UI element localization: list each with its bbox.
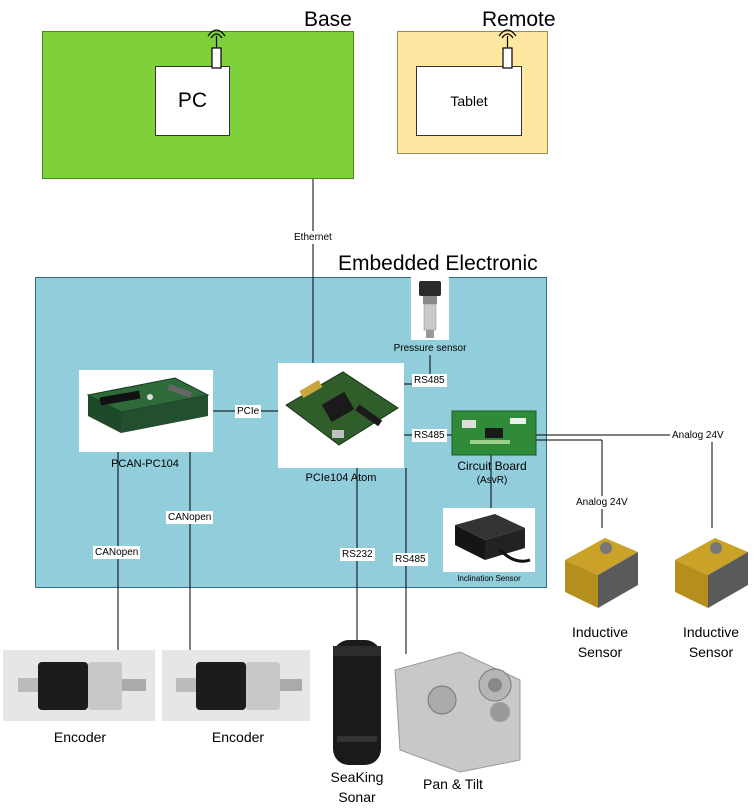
atom-board-image bbox=[278, 363, 404, 468]
encoder-image bbox=[3, 650, 155, 721]
encoder-2-label: Encoder bbox=[211, 729, 265, 745]
rs485-pressure-label: RS485 bbox=[412, 374, 447, 387]
canopen-1-label: CANopen bbox=[93, 546, 141, 559]
pcan-label: PCAN-PC104 bbox=[111, 458, 179, 470]
rs232-label: RS232 bbox=[340, 548, 375, 561]
inductive-sensor-image bbox=[557, 528, 643, 612]
inclination-sensor-label: Inclination Sensor bbox=[457, 574, 521, 583]
pressure-sensor-label: Pressure sensor bbox=[393, 343, 467, 354]
circuit-board-image bbox=[451, 410, 537, 456]
inductive-sensor-2-label: Inductive Sensor bbox=[671, 622, 751, 662]
pan-tilt-label: Pan & Tilt bbox=[423, 776, 483, 792]
sonar-label: SeaKing Sonar bbox=[315, 767, 399, 807]
inductive-sensor-1-label: Inductive Sensor bbox=[560, 622, 640, 662]
atom-label: PCIe104 Atom bbox=[305, 472, 377, 484]
inductive-sensor-2-line2: Sensor bbox=[688, 644, 734, 660]
inductive-sensor-image bbox=[667, 528, 753, 612]
tablet-box: Tablet bbox=[416, 66, 522, 136]
embedded-zone-title: Embedded Electronic bbox=[338, 252, 538, 275]
analog-2-label: Analog 24V bbox=[670, 429, 726, 442]
canopen-2-label: CANopen bbox=[166, 511, 214, 524]
pan-tilt-image bbox=[394, 651, 521, 773]
pc-label: PC bbox=[177, 89, 208, 112]
pressure-sensor-image bbox=[411, 277, 449, 340]
rs485-board-label: RS485 bbox=[412, 429, 447, 442]
analog-1-label: Analog 24V bbox=[574, 496, 630, 509]
inductive-sensor-1-line2: Sensor bbox=[577, 644, 623, 660]
antenna-icon bbox=[498, 29, 517, 69]
circuit-board-line1: Circuit Board bbox=[457, 459, 527, 473]
antenna-icon bbox=[207, 29, 226, 69]
tablet-label: Tablet bbox=[450, 93, 488, 109]
inductive-sensor-2-line1: Inductive bbox=[682, 624, 740, 640]
rs485-pan-label: RS485 bbox=[393, 553, 428, 566]
base-zone-title: Base bbox=[304, 8, 352, 31]
sonar-line1: SeaKing bbox=[330, 769, 384, 785]
inductive-sensor-1-line1: Inductive bbox=[571, 624, 629, 640]
pcie-label: PCIe bbox=[235, 405, 262, 418]
remote-zone-title: Remote bbox=[482, 8, 556, 31]
inclination-sensor-image bbox=[443, 508, 535, 572]
encoder-1-label: Encoder bbox=[53, 729, 107, 745]
pc-box: PC bbox=[155, 66, 230, 136]
sonar-image bbox=[333, 640, 381, 765]
ethernet-label: Ethernet bbox=[292, 231, 334, 244]
circuit-board-label: Circuit Board (AsvR) bbox=[444, 459, 540, 488]
sonar-line2: Sonar bbox=[338, 789, 376, 805]
pcan-board-image bbox=[79, 370, 213, 452]
encoder-image bbox=[162, 650, 310, 721]
circuit-board-line2: (AsvR) bbox=[476, 475, 508, 486]
